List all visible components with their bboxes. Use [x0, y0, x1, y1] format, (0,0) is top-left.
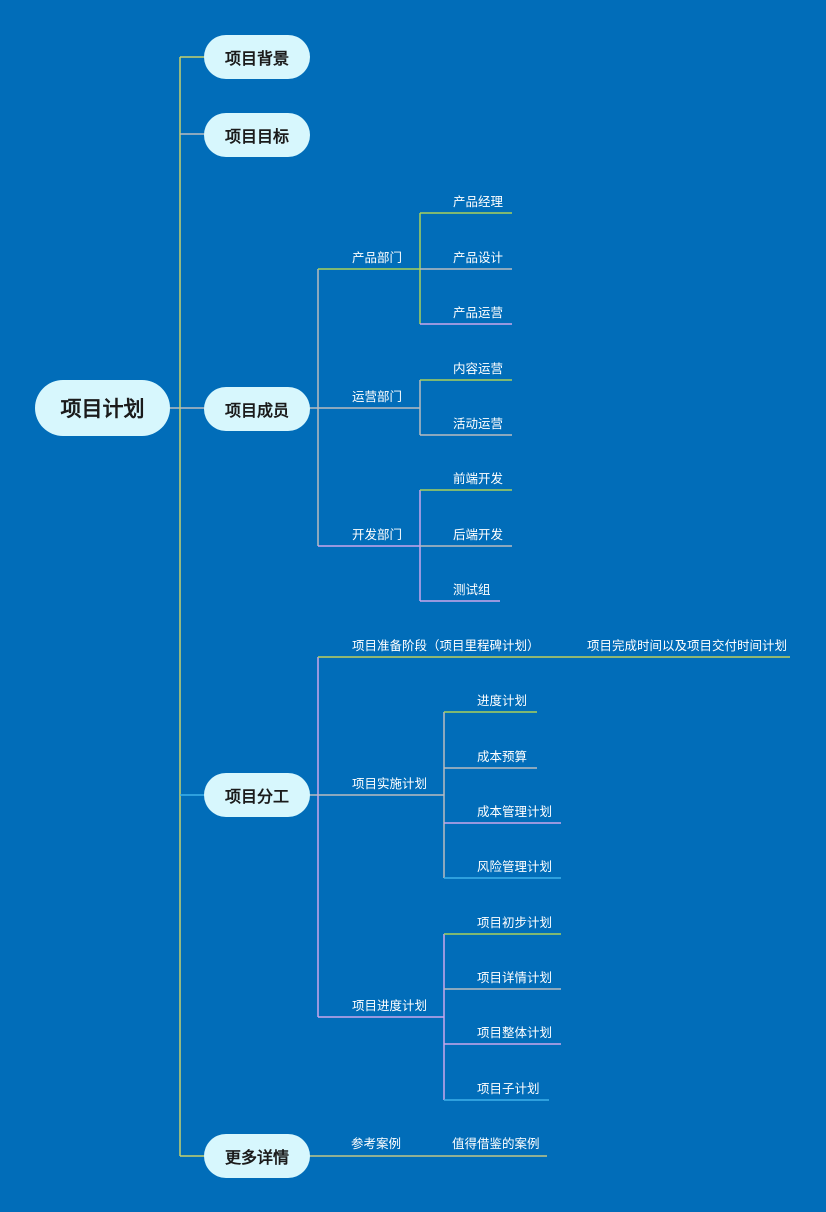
- leaf-risk-management[interactable]: 风险管理计划: [477, 859, 553, 874]
- leaf-schedule-plan[interactable]: 进度计划: [477, 693, 528, 708]
- topic-background[interactable]: 项目背景: [204, 35, 310, 79]
- division-prep-child[interactable]: 项目完成时间以及项目交付时间计划: [587, 638, 788, 653]
- topic-more[interactable]: 更多详情: [204, 1134, 310, 1178]
- leaf-qa[interactable]: 测试组: [453, 582, 491, 597]
- root-node[interactable]: 项目计划: [35, 380, 170, 436]
- leaf-overall-plan[interactable]: 项目整体计划: [477, 1025, 553, 1040]
- leaf-activity-ops[interactable]: 活动运营: [453, 416, 504, 431]
- topic-members[interactable]: 项目成员: [204, 387, 310, 431]
- leaf-initial-plan[interactable]: 项目初步计划: [477, 915, 553, 930]
- leaf-sub-plan[interactable]: 项目子计划: [477, 1081, 540, 1096]
- leaf-product-manager[interactable]: 产品经理: [453, 194, 504, 209]
- more-reference[interactable]: 参考案例: [351, 1136, 402, 1151]
- leaf-cost-budget[interactable]: 成本预算: [477, 749, 528, 764]
- leaf-cost-management[interactable]: 成本管理计划: [477, 804, 553, 819]
- topic-division[interactable]: 项目分工: [204, 773, 310, 817]
- more-reference-child[interactable]: 值得借鉴的案例: [452, 1136, 540, 1151]
- dept-dev[interactable]: 开发部门: [352, 527, 403, 542]
- leaf-content-ops[interactable]: 内容运营: [453, 361, 504, 376]
- dept-operations[interactable]: 运营部门: [352, 389, 403, 404]
- leaf-backend[interactable]: 后端开发: [453, 527, 504, 542]
- leaf-product-ops[interactable]: 产品运营: [453, 305, 504, 320]
- dept-product[interactable]: 产品部门: [352, 250, 403, 265]
- leaf-product-design[interactable]: 产品设计: [453, 250, 504, 265]
- division-prep[interactable]: 项目准备阶段（项目里程碑计划）: [352, 638, 540, 653]
- topic-goal[interactable]: 项目目标: [204, 113, 310, 157]
- leaf-detail-plan[interactable]: 项目详情计划: [477, 970, 553, 985]
- division-progress[interactable]: 项目进度计划: [352, 998, 428, 1013]
- leaf-frontend[interactable]: 前端开发: [453, 471, 504, 486]
- division-impl[interactable]: 项目实施计划: [352, 776, 428, 791]
